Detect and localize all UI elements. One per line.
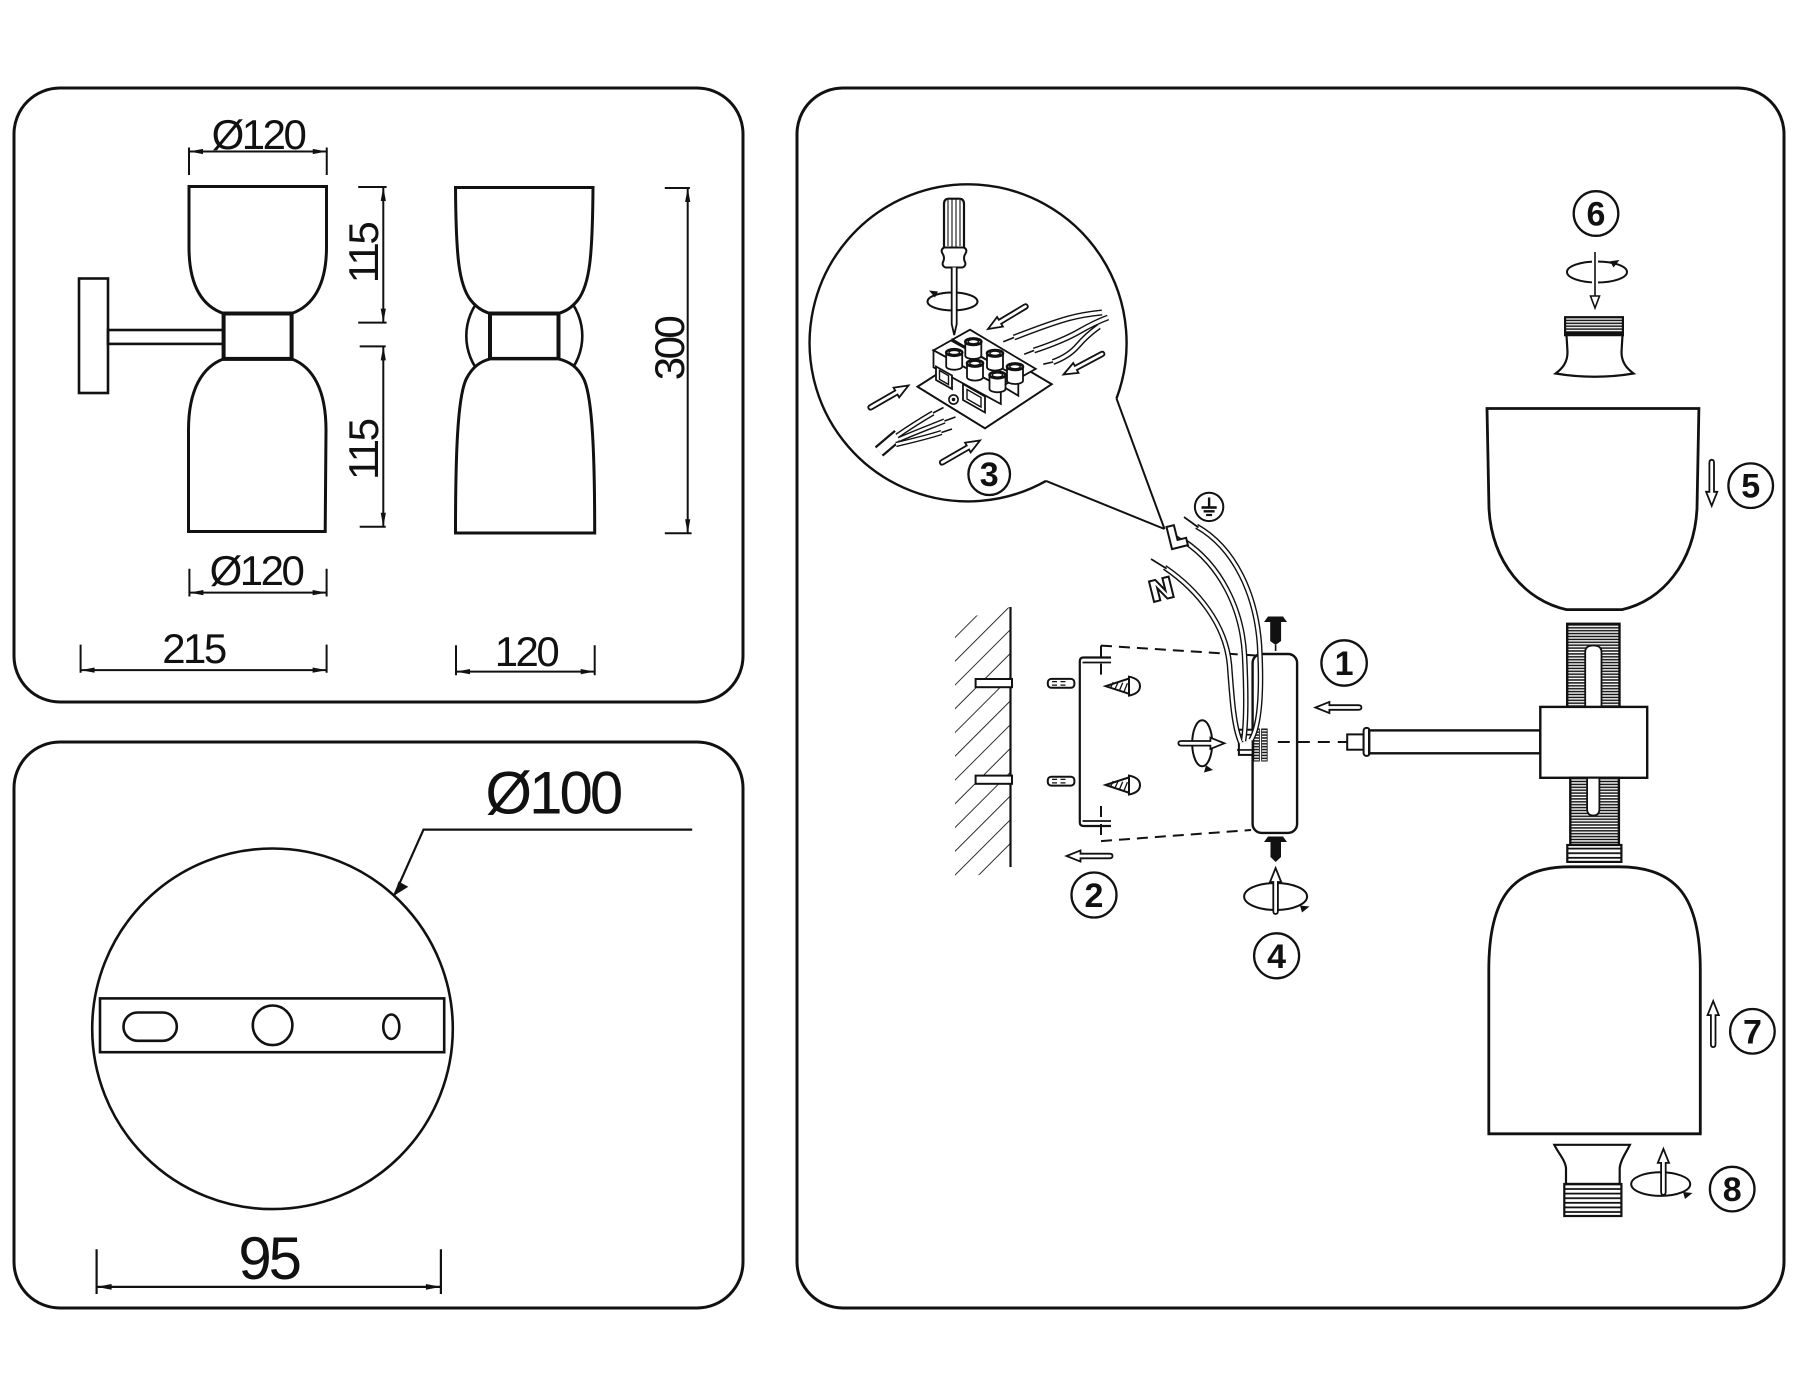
svg-text:115: 115 <box>340 223 387 284</box>
svg-text:7: 7 <box>1743 1013 1762 1051</box>
svg-text:Ø120: Ø120 <box>212 111 306 158</box>
svg-text:1: 1 <box>1335 645 1354 683</box>
svg-text:Ø120: Ø120 <box>210 547 304 594</box>
svg-text:6: 6 <box>1587 196 1606 234</box>
svg-text:4: 4 <box>1267 938 1286 976</box>
svg-text:215: 215 <box>162 625 226 672</box>
svg-text:8: 8 <box>1723 1171 1742 1209</box>
svg-text:Ø100: Ø100 <box>485 760 621 827</box>
svg-text:5: 5 <box>1741 468 1760 506</box>
svg-text:3: 3 <box>980 456 999 494</box>
svg-text:2: 2 <box>1085 877 1104 915</box>
svg-text:120: 120 <box>495 628 559 675</box>
svg-text:115: 115 <box>340 419 387 480</box>
svg-text:95: 95 <box>238 1225 299 1292</box>
svg-text:300: 300 <box>646 317 693 381</box>
